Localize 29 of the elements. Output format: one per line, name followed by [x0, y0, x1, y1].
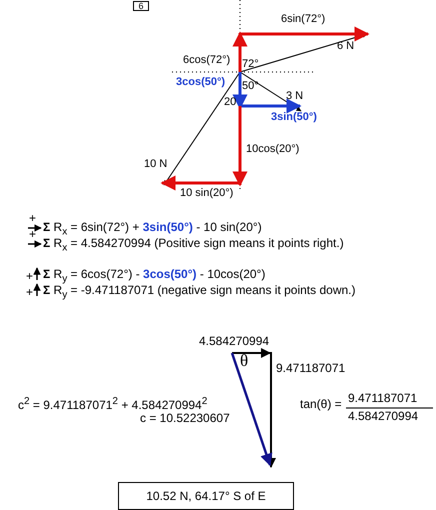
force-label: 6cos(72°): [183, 54, 230, 66]
fraction-denominator: 4.584270994: [348, 410, 418, 424]
sign-label: +: [29, 212, 36, 226]
fraction-numerator: 9.471187071: [348, 392, 418, 406]
sign-label: +: [26, 270, 34, 284]
value-label: 9.471187071: [276, 362, 346, 376]
force-label: 10cos(20°): [246, 143, 300, 156]
force-label: 10 sin(20°): [180, 187, 234, 200]
angle-label: 20: [224, 96, 236, 108]
answer-box: 10.52 N, 64.17° S of E: [118, 482, 294, 510]
force-label: 3sin(50°): [271, 111, 317, 124]
value-label: 4.584270994: [199, 335, 270, 348]
angle-label: 72°: [242, 58, 259, 70]
equation: c$^{2}$ = 9.471187071$^{2}$ + 4.584270994$^{2}$: [18, 396, 208, 412]
equation: Σ R$_{x}$ = 4.584270994 (Positive sign means it points right.): [43, 237, 344, 254]
equation: Σ R$_{x}$ = 6sin(72°) + 3sin(50°) - 10 sin(20°): [43, 221, 262, 238]
equation: Σ R$_{y}$ = 6cos(72°) - 3cos(50°) - 10cos(20°): [43, 268, 266, 284]
force-label: 3cos(50°): [176, 76, 226, 88]
equation: tan(θ) =: [300, 398, 342, 412]
force-label: 6sin(72°): [281, 13, 326, 26]
force-label: 10 N: [144, 158, 168, 170]
sign-label: +: [26, 286, 34, 300]
angle-label: 50°: [242, 80, 259, 92]
equation: c = 10.52230607: [140, 412, 230, 426]
angle-symbol: θ: [240, 352, 248, 371]
problem-number-box: 6: [133, 1, 149, 11]
equation: Σ R$_{y}$ = -9.471187071 (negative sign means it points down.): [43, 284, 356, 300]
sign-label: +: [29, 228, 36, 242]
force-label: 3 N: [286, 90, 304, 102]
